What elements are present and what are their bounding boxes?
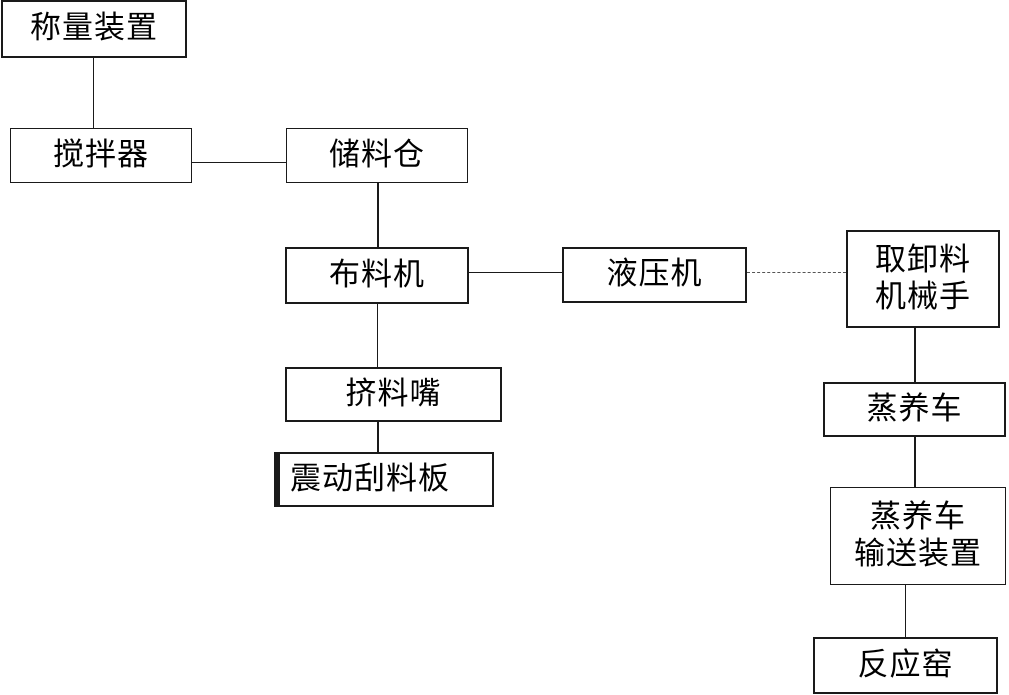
node-cart-conveyor-label: 蒸养车 输送装置 [854,498,982,572]
connector-conveyor-kiln [905,585,906,637]
connector-press-manipulator [747,272,846,273]
node-mixer: 搅拌器 [10,128,192,183]
node-hydraulic-press-label: 液压机 [606,256,703,293]
node-curing-cart: 蒸养车 [823,382,1006,437]
connector-weighing-mixer [93,58,94,128]
node-vibrating-scraper: 震动刮料板 [278,452,494,507]
connector-cart-conveyor [914,437,916,487]
node-manipulator: 取卸料 机械手 [846,230,1000,328]
node-vibrating-scraper-label: 震动刮料板 [290,460,450,497]
node-hydraulic-press: 液压机 [562,247,747,303]
node-extrusion-nozzle: 挤料嘴 [285,367,502,422]
node-weighing-device: 称量装置 [1,0,187,58]
node-reaction-kiln: 反应窑 [813,637,998,694]
node-extrusion-nozzle-label: 挤料嘴 [345,375,442,412]
node-distributor-label: 布料机 [329,256,425,293]
connector-mixer-storage [192,162,286,163]
connector-distributor-nozzle [377,304,378,367]
node-curing-cart-label: 蒸养车 [866,390,963,427]
node-manipulator-label: 取卸料 机械手 [875,241,971,315]
connector-nozzle-scraper [377,422,379,452]
connector-distributor-press [469,272,562,273]
node-cart-conveyor: 蒸养车 输送装置 [830,487,1006,585]
node-storage-bin: 储料仓 [286,128,468,183]
node-reaction-kiln-label: 反应窑 [857,646,954,683]
node-storage-bin-label: 储料仓 [329,136,425,173]
node-weighing-device-label: 称量装置 [30,10,158,47]
node-distributor: 布料机 [285,247,469,304]
connector-manipulator-cart [914,328,916,382]
connector-storage-distributor [377,183,379,247]
node-mixer-label: 搅拌器 [53,136,149,173]
